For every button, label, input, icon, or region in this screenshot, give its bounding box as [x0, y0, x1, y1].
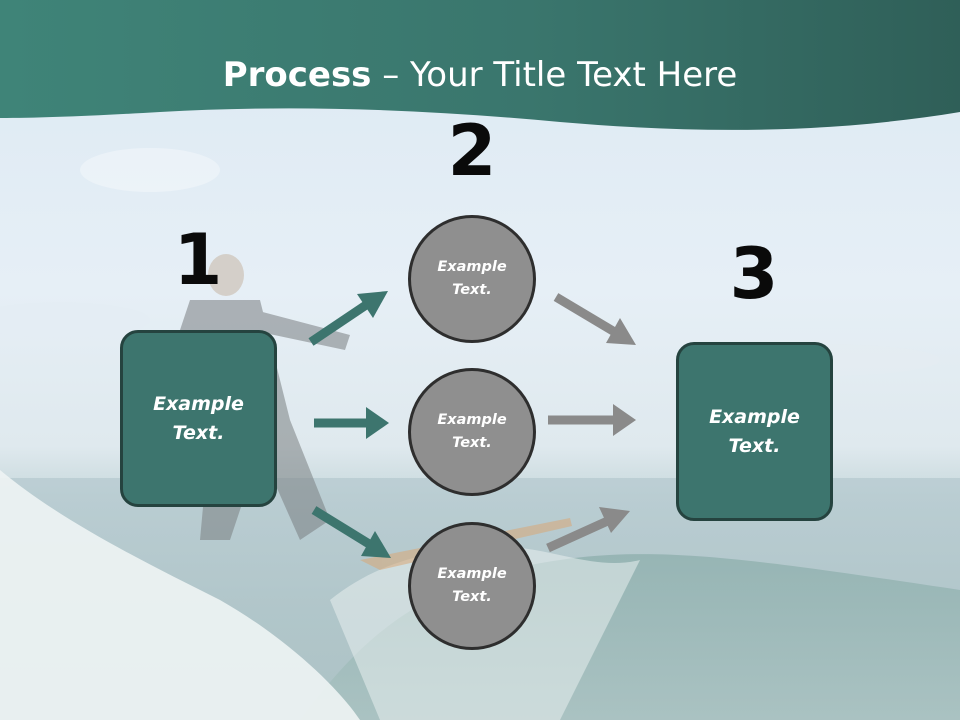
circle-top-label: Example Text. [437, 259, 507, 298]
circle-middle-label: Example Text. [437, 412, 507, 451]
step-1-label: Example Text. [153, 392, 244, 444]
step-3-box[interactable]: Example Text. [676, 342, 833, 521]
title-bold-part: Process [222, 55, 372, 95]
title-rest-part: – Your Title Text Here [371, 55, 738, 95]
cloud [0, 302, 150, 338]
slide-title: Process – Your Title Text Here [0, 52, 960, 98]
step-number-1: 1 [173, 219, 223, 301]
step-1-box[interactable]: Example Text. [120, 330, 277, 507]
step-3-label: Example Text. [709, 405, 800, 457]
circle-bottom-label: Example Text. [437, 566, 507, 605]
circle-bottom[interactable]: Example Text. [408, 522, 536, 650]
circle-middle[interactable]: Example Text. [408, 368, 536, 496]
step-number-2: 2 [447, 110, 497, 192]
step-number-3: 3 [729, 233, 779, 315]
wave-foam [0, 470, 360, 720]
header-band [0, 0, 960, 130]
circle-top[interactable]: Example Text. [408, 215, 536, 343]
cloud [80, 148, 220, 192]
